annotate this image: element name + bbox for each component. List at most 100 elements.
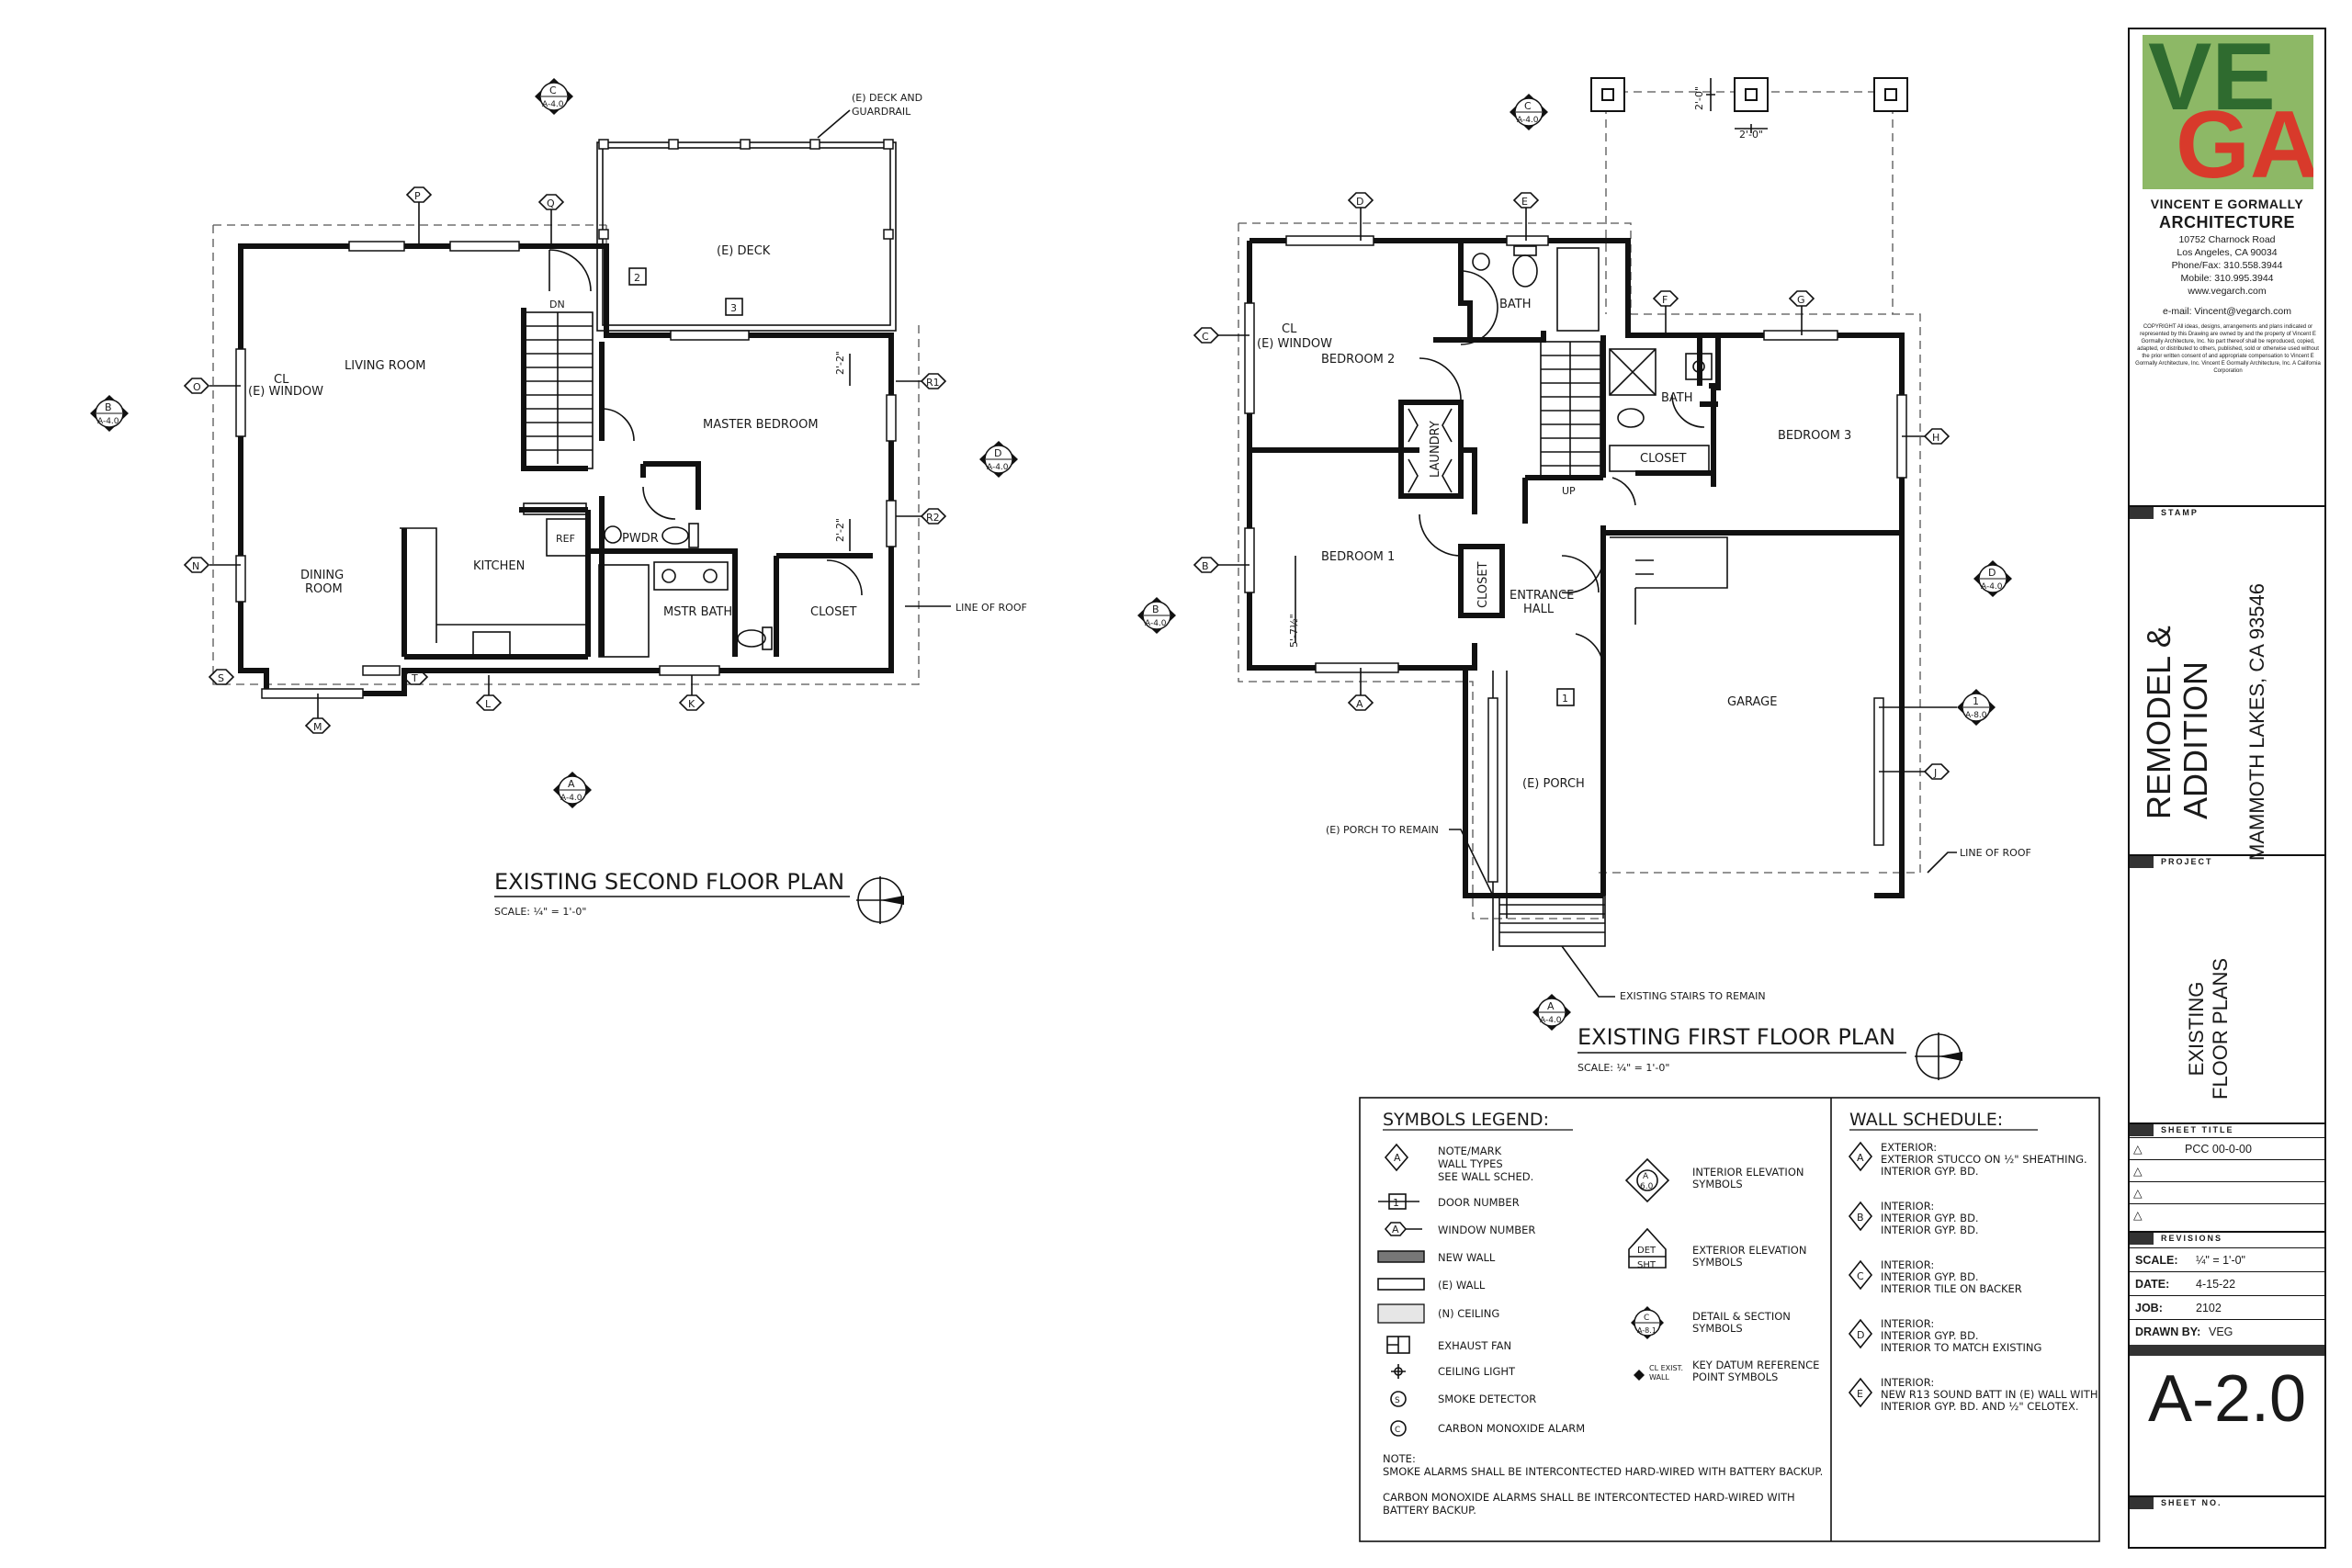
firm-website: www.vegarch.com	[2188, 286, 2267, 297]
wall-type-c-1: INTERIOR:	[1881, 1258, 1934, 1271]
svg-text:A-8.0: A-8.0	[1965, 711, 1987, 720]
deck-posts	[598, 139, 894, 240]
svg-text:C: C	[549, 85, 557, 96]
svg-text:POINT SYMBOLS: POINT SYMBOLS	[1692, 1371, 1778, 1383]
svg-text:NEW WALL: NEW WALL	[1438, 1251, 1496, 1264]
wall-type-d-3: INTERIOR TO MATCH EXISTING	[1881, 1341, 2041, 1354]
kitchen-label: KITCHEN	[473, 559, 525, 573]
title-block: VE GA VINCENT E GORMALLY ARCHITECTURE 10…	[2128, 28, 2326, 1549]
firm-address-1: 10752 Charnock Road	[2178, 234, 2276, 245]
svg-text:C: C	[1395, 1426, 1400, 1435]
second-floor-stair	[523, 311, 594, 469]
section-marker-top: C A-4.0	[535, 78, 573, 115]
post-dim-2: 2'-0"	[1739, 129, 1763, 141]
door-tag-1: 1	[1562, 693, 1568, 705]
door-tag-3: 3	[730, 302, 737, 314]
svg-text:CARBON MONOXIDE ALARM: CARBON MONOXIDE ALARM	[1438, 1422, 1585, 1435]
wall-schedule-panel: WALL SCHEDULE: ABC DE EXTERIOR: EXTERIOR…	[1848, 1110, 2098, 1413]
first-floor-scale: SCALE: ¼" = 1'-0"	[1577, 1062, 1669, 1074]
svg-text:SYMBOLS: SYMBOLS	[1692, 1256, 1743, 1269]
revision-triangle-icon: △	[2133, 1165, 2143, 1178]
line-of-roof-note: LINE OF ROOF	[956, 602, 1027, 614]
window-tag-o: O	[193, 381, 201, 393]
svg-text:SEE WALL SCHED.: SEE WALL SCHED.	[1438, 1170, 1533, 1183]
revisions-bar: REVISIONS	[2130, 1231, 2324, 1245]
svg-text:WALL TYPES: WALL TYPES	[1438, 1157, 1503, 1170]
scale-row: SCALE:¼" = 1'-0"	[2130, 1247, 2324, 1272]
window-tag-f: F	[1662, 294, 1668, 306]
svg-text:CEILING LIGHT: CEILING LIGHT	[1438, 1365, 1516, 1378]
svg-text:E: E	[1857, 1388, 1863, 1400]
svg-text:D: D	[1988, 567, 1996, 579]
sheet-no-bar: SHEET NO.	[2130, 1495, 2324, 1509]
svg-text:A: A	[1394, 1152, 1401, 1164]
project-bar: PROJECT	[2130, 854, 2324, 868]
wall-type-b-1: INTERIOR:	[1881, 1200, 1934, 1213]
svg-text:A-4.0: A-4.0	[542, 100, 564, 109]
stair-up-label: UP	[1562, 485, 1576, 497]
wall-type-e-3: INTERIOR GYP. BD. AND ½" CELOTEX.	[1881, 1400, 2078, 1413]
cl-marker: CL	[274, 373, 289, 387]
entrance-closet-label: CLOSET	[1476, 561, 1490, 608]
master-bedroom-dim-1: 2'-2"	[834, 351, 846, 375]
svg-text:A: A	[1392, 1224, 1399, 1235]
project-location: MAMMOTH LAKES, CA 93546	[2245, 583, 2268, 861]
firm-name-2: ARCHITECTURE	[2159, 213, 2295, 231]
svg-text:C: C	[1857, 1270, 1864, 1282]
living-room-label: LIVING ROOM	[345, 359, 425, 373]
wall-type-c-2: INTERIOR GYP. BD.	[1881, 1270, 1979, 1283]
sheet-number: A-2.0	[2147, 1362, 2307, 1436]
second-floor-windows	[235, 241, 897, 699]
window-tag-s: S	[218, 672, 224, 684]
svg-text:A-4.0: A-4.0	[1517, 116, 1539, 125]
first-floor-stair	[1540, 341, 1601, 480]
second-floor-scale: SCALE: ¼" = 1'-0"	[494, 906, 586, 918]
svg-text:C: C	[1644, 1314, 1649, 1323]
svg-text:(E) WALL: (E) WALL	[1438, 1279, 1486, 1292]
wall-type-d-2: INTERIOR GYP. BD.	[1881, 1329, 1979, 1342]
deck-guardrail-note: (E) DECK AND	[852, 92, 922, 104]
svg-text:B: B	[1152, 604, 1159, 615]
svg-text:KEY DATUM REFERENCE: KEY DATUM REFERENCE	[1692, 1359, 1819, 1371]
wall-type-c-3: INTERIOR TILE ON BACKER	[1881, 1282, 2022, 1295]
legend-note-co: CARBON MONOXIDE ALARMS SHALL BE INTERCON…	[1383, 1491, 1795, 1504]
master-bedroom-label: MASTER BEDROOM	[703, 418, 819, 432]
window-tag-r2: R2	[926, 512, 940, 524]
entrance-hall-label-2: HALL	[1523, 603, 1555, 616]
svg-text:A: A	[568, 778, 575, 790]
window-tag-h: H	[1932, 432, 1939, 444]
bedroom-3-label: BEDROOM 3	[1778, 429, 1851, 443]
svg-text:SYMBOLS: SYMBOLS	[1692, 1178, 1743, 1190]
svg-text:SYMBOLS: SYMBOLS	[1692, 1322, 1743, 1335]
first-floor-posts	[1590, 77, 1908, 112]
second-floor-title: EXISTING SECOND FLOOR PLAN	[494, 869, 844, 895]
symbols-legend-title: SYMBOLS LEGEND:	[1383, 1110, 1549, 1130]
revision-row-4: △	[2130, 1203, 2324, 1226]
drawn-by-row: DRAWN BY:VEG	[2130, 1319, 2324, 1344]
first-floor-title: EXISTING FIRST FLOOR PLAN	[1577, 1024, 1895, 1050]
vega-logo: VE GA	[2143, 35, 2313, 189]
cl-marker-first: CL	[1282, 322, 1297, 336]
bedroom-dim: 5'-7½"	[1288, 614, 1300, 648]
master-bath-label: MSTR BATH	[663, 605, 732, 619]
dining-room-label-2: ROOM	[305, 582, 343, 596]
svg-text:SMOKE DETECTOR: SMOKE DETECTOR	[1438, 1393, 1536, 1405]
firm-address-2: Los Angeles, CA 90034	[2177, 247, 2278, 258]
first-section-marker-right: D A-4.0	[1973, 560, 2012, 597]
svg-text:D: D	[994, 447, 1001, 459]
porch-stair	[1498, 895, 1606, 947]
window-tag-p: P	[414, 190, 421, 202]
deck-label: (E) DECK	[717, 244, 771, 258]
window-tag-e: E	[1521, 196, 1528, 208]
wall-type-a-2: EXTERIOR STUCCO ON ½" SHEATHING.	[1881, 1153, 2087, 1166]
wall-type-e-1: INTERIOR:	[1881, 1376, 1934, 1389]
svg-text:CL EXIST.: CL EXIST.	[1649, 1364, 1683, 1372]
north-arrow-icon	[856, 876, 904, 924]
revision-triangle-icon: △	[2133, 1143, 2143, 1156]
master-bedroom-dim-2: 2'-2"	[834, 518, 846, 542]
window-tag-j: J	[1933, 767, 1937, 779]
laundry-label: LAUNDRY	[1429, 421, 1442, 478]
firm-email: e-mail: Vincent@vegarch.com	[2162, 306, 2292, 317]
existing-window-note-first: (E) WINDOW	[1257, 337, 1332, 351]
